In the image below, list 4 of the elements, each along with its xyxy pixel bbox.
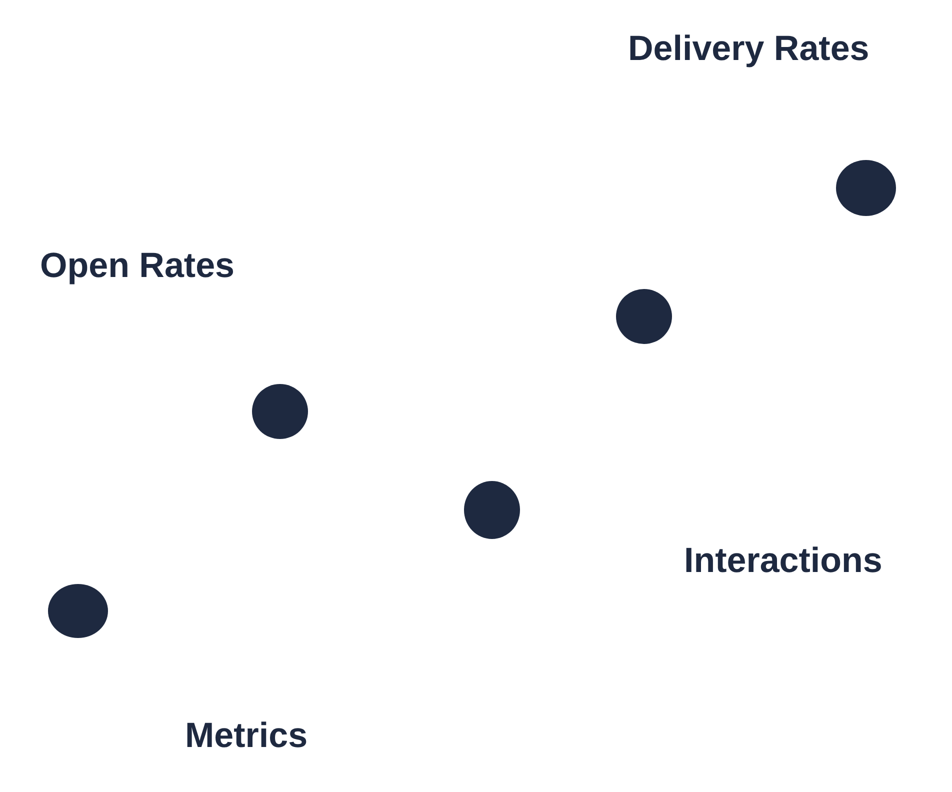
category-label: Delivery Rates	[628, 30, 870, 68]
category-label: Open Rates	[40, 247, 234, 286]
category-label: Metrics	[185, 717, 308, 756]
category-label: Interactions	[684, 542, 882, 580]
